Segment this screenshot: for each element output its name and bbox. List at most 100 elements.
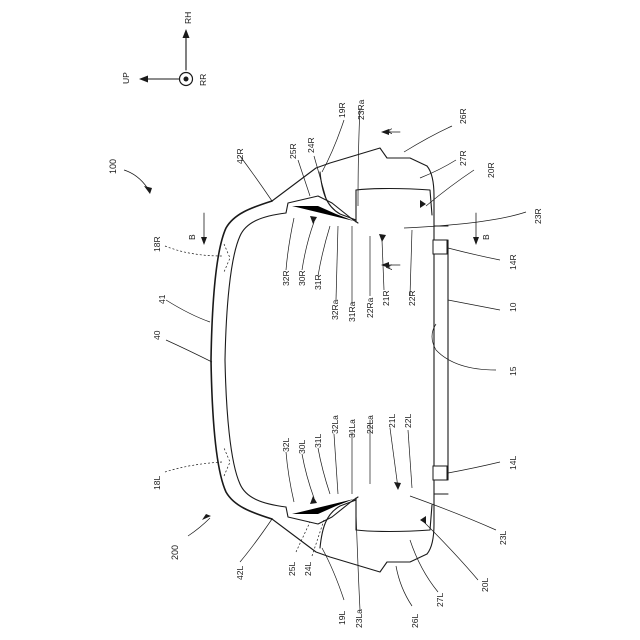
leader-27L <box>410 540 438 592</box>
leader-25R <box>298 160 310 196</box>
leader-15 <box>432 324 496 370</box>
leader-20L <box>424 522 478 580</box>
left-floor-bracket <box>433 466 447 480</box>
leader-26R <box>404 126 452 152</box>
label-32Ra: 32Ra <box>330 299 340 320</box>
label-27L: 27L <box>435 593 445 607</box>
label-rr: RR <box>198 74 208 86</box>
label-18R: 18R <box>152 236 162 252</box>
b-arrow-right-icon <box>473 237 479 245</box>
label-25R: 25R <box>288 143 298 159</box>
leader-27R <box>420 160 456 178</box>
rh-arrowhead-icon <box>183 29 190 38</box>
leader-21L <box>390 428 398 488</box>
label-14L: 14L <box>508 456 518 470</box>
label-22R: 22R <box>407 290 417 306</box>
label-25L: 25L <box>287 562 297 576</box>
orientation-compass: RH UP RR <box>121 12 208 86</box>
label-31R: 31R <box>313 274 323 290</box>
label-15: 15 <box>508 366 518 376</box>
label-20R: 20R <box>486 162 496 178</box>
label-21L: 21L <box>387 414 397 428</box>
label-23L: 23L <box>498 531 508 545</box>
leader-32R <box>286 218 294 270</box>
leader-14R <box>448 248 500 260</box>
label-section-b-right: B <box>481 234 491 240</box>
leader-24L <box>312 520 324 556</box>
arrow-200-icon <box>202 514 211 520</box>
label-18L: 18L <box>152 476 162 490</box>
right-floor-bracket <box>433 240 447 254</box>
leader-23La <box>356 512 360 610</box>
label-22La: 22La <box>365 415 375 434</box>
b-arrow-left-icon <box>201 237 207 245</box>
leader-31L <box>318 448 330 494</box>
roof-inner-line <box>225 213 286 507</box>
arrow-20L-icon <box>420 516 426 524</box>
leader-14L <box>448 462 500 473</box>
label-42L: 42L <box>235 566 245 580</box>
arrow-21L-icon <box>394 482 401 490</box>
left-dotted-part <box>224 448 230 476</box>
arrow-30R-icon <box>310 216 317 224</box>
label-31La: 31La <box>347 419 357 438</box>
leader-lines <box>124 108 526 610</box>
label-100: 100 <box>108 159 118 174</box>
leader-10 <box>448 300 500 310</box>
label-up: UP <box>121 72 131 84</box>
leader-23Ra <box>358 108 360 206</box>
label-23R: 23R <box>533 208 543 224</box>
label-30R: 30R <box>297 270 307 286</box>
label-26L: 26L <box>410 614 420 628</box>
leader-31R <box>318 226 330 276</box>
arrow-100-icon <box>144 186 152 194</box>
leader-23L <box>410 496 496 530</box>
label-section-a-bottom: A <box>384 264 394 270</box>
leader-41 <box>166 300 210 322</box>
leader-18R <box>165 246 222 256</box>
leader-40 <box>166 340 212 362</box>
label-section-b-left: B <box>187 234 197 240</box>
label-27R: 27R <box>458 150 468 166</box>
leader-26L <box>396 566 412 606</box>
label-26R: 26R <box>458 108 468 124</box>
label-22Ra: 22Ra <box>365 297 375 318</box>
label-200: 200 <box>170 545 180 560</box>
leader-23R <box>404 212 526 228</box>
leader-24R <box>314 156 326 198</box>
label-23Ra: 23Ra <box>356 99 366 120</box>
leader-22R <box>410 230 412 296</box>
right-dotted-part <box>224 244 230 272</box>
label-21R: 21R <box>381 290 391 306</box>
label-10: 10 <box>508 302 518 312</box>
leader-30L <box>302 454 314 498</box>
label-23La: 23La <box>354 609 364 628</box>
label-24L: 24L <box>303 562 313 576</box>
label-42R: 42R <box>235 148 245 164</box>
leader-25L <box>296 522 310 552</box>
label-22L: 22L <box>403 414 413 428</box>
label-rh: RH <box>183 12 193 24</box>
label-32La: 32La <box>330 415 340 434</box>
rr-dot-icon <box>184 77 189 82</box>
label-32R: 32R <box>281 270 291 286</box>
leader-200 <box>188 518 210 536</box>
arrow-30L-icon <box>310 496 317 504</box>
label-32L: 32L <box>281 438 291 452</box>
leader-32Ra <box>336 226 338 300</box>
label-31Ra: 31Ra <box>347 301 357 322</box>
arrow-21R-icon <box>379 234 386 242</box>
labels: 100 200 41 40 18R 18L 42R 42L 25R 24R 19… <box>108 99 543 628</box>
label-20L: 20L <box>480 578 490 592</box>
leader-32La <box>334 434 338 494</box>
arrow-20R-icon <box>420 200 426 208</box>
label-31L: 31L <box>313 434 323 448</box>
label-section-a-top: A <box>384 128 394 134</box>
label-40: 40 <box>152 330 162 340</box>
leader-18L <box>165 462 222 472</box>
label-19R: 19R <box>337 102 347 118</box>
up-arrowhead-icon <box>139 76 148 83</box>
leader-42L <box>240 519 272 562</box>
leader-30R <box>302 222 314 270</box>
